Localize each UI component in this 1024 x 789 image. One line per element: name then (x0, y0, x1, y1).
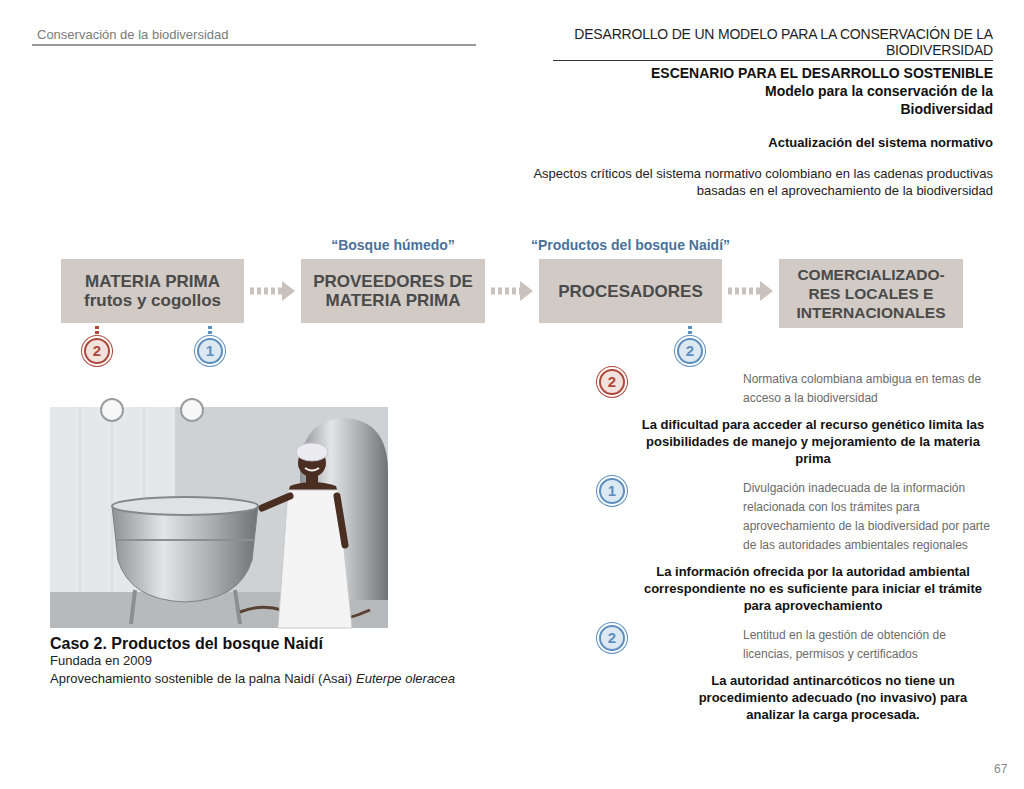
flow-connector (491, 281, 533, 301)
box-label: PROCESADORES (558, 282, 703, 301)
box-heading: “Productos del bosque Naidí” (501, 235, 761, 255)
process-node: “Productos del bosque Naidí”PROCESADORES (539, 235, 722, 323)
arrow-head (520, 281, 533, 301)
flow-connector (728, 281, 773, 301)
page-number: 67 (994, 762, 1007, 776)
box-fill: COMERCIALIZADO- RES LOCALES E INTERNACIO… (779, 259, 963, 328)
issue-row: 1Divulgación inadecuada de la informació… (632, 479, 994, 555)
section-description: Aspectos críticos del sistema normativo … (530, 165, 993, 199)
issue-text: Normativa colombiana ambigua en temas de… (743, 370, 994, 408)
issue-text: Lentitud en la gestión de obtención de l… (743, 626, 994, 664)
header-rule (32, 45, 476, 46)
issue-row: 2Lentitud en la gestión de obtención de … (632, 626, 994, 664)
dotted-line (250, 288, 283, 295)
case-title: Caso 2. Productos del bosque Naidí (50, 634, 480, 653)
issue-consequence: La autoridad antinarcóticos no tiene un … (632, 672, 994, 723)
issue-text: Divulgación inadecuada de la información… (743, 479, 994, 555)
issue-consequence: La dificultad para acceder al recurso ge… (632, 416, 994, 467)
callout-number: 2 (677, 338, 703, 364)
box-label: PROVEEDORES DE MATERIA PRIMA (306, 272, 480, 310)
box-fill: MATERIA PRIMA frutos y cogollos (61, 259, 244, 323)
caption-line: Aprovechamiento sostenible de la palna N… (50, 669, 480, 687)
box-label: MATERIA PRIMA frutos y cogollos (66, 272, 239, 310)
callout-number: 2 (84, 338, 110, 364)
issue-list: 2Normativa colombiana ambigua en temas d… (632, 366, 994, 735)
scenario-heading: ESCENARIO PARA EL DESARROLLO SOSTENIBLE (530, 64, 993, 82)
callout-tick (208, 326, 212, 337)
callout-tick (688, 326, 692, 337)
arrow-head (282, 281, 295, 301)
dotted-line (728, 288, 761, 295)
box-fill: PROCESADORES (539, 259, 722, 323)
section-subheading: Actualización del sistema normativo (530, 134, 993, 151)
dotted-line (491, 288, 521, 295)
photo-illustration (50, 399, 388, 628)
callout-number: 1 (197, 338, 223, 364)
header-block: DESARROLLO DE UN MODELO PARA LA CONSERVA… (530, 26, 993, 199)
page-title: DESARROLLO DE UN MODELO PARA LA CONSERVA… (530, 26, 993, 58)
model-heading: Modelo para la conservación de la Biodiv… (753, 82, 993, 118)
arrow-head (760, 281, 773, 301)
callout-number: 1 (599, 478, 625, 504)
callout-tick (95, 326, 99, 337)
box-label: COMERCIALIZADO- RES LOCALES E INTERNACIO… (784, 265, 958, 322)
issue-consequence: La información ofrecida por la autoridad… (632, 563, 994, 614)
title-rule (553, 60, 993, 61)
case-description: Aprovechamiento sostenible de la palna N… (50, 671, 352, 686)
callout-number: 2 (599, 369, 625, 395)
box-fill: PROVEEDORES DE MATERIA PRIMA (301, 259, 485, 323)
box-heading: “Bosque húmedo” (263, 235, 523, 255)
flow-connector (250, 281, 295, 301)
process-node: “Bosque húmedo”PROVEEDORES DE MATERIA PR… (301, 235, 485, 323)
process-node: COMERCIALIZADO- RES LOCALES E INTERNACIO… (779, 259, 963, 328)
process-node: MATERIA PRIMA frutos y cogollos (61, 259, 244, 323)
callout-number: 2 (599, 625, 625, 651)
issue-row: 2Normativa colombiana ambigua en temas d… (632, 370, 994, 408)
species-name: Euterpe oleracea (356, 671, 455, 686)
case-founded: Fundada en 2009 (50, 653, 480, 669)
case-caption: Caso 2. Productos del bosque NaidíFundad… (50, 634, 480, 687)
section-header: Conservación de la biodiversidad (37, 27, 229, 43)
